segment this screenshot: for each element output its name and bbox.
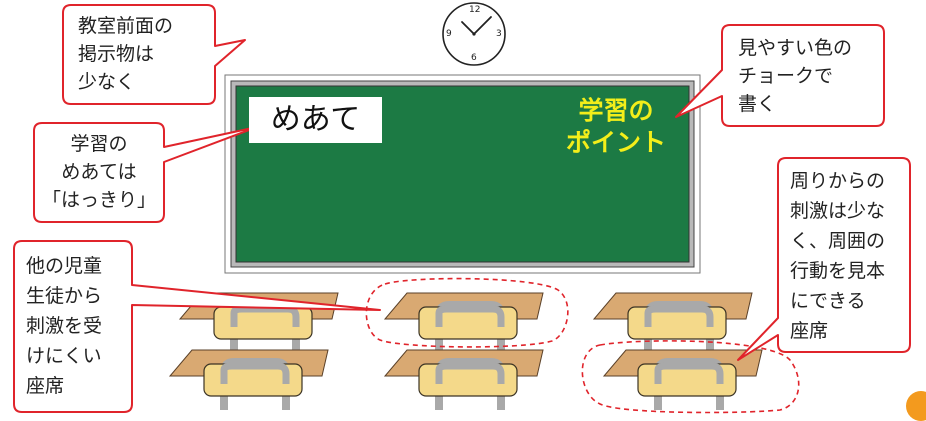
highlight-model-seat <box>581 340 800 414</box>
chair-frame-top <box>654 362 724 384</box>
caption-line: 座席 <box>26 375 65 397</box>
desk-and-chair <box>383 349 544 410</box>
caption-line: 座席 <box>790 320 829 342</box>
caption-line: にできる <box>790 290 866 312</box>
chair-frame-top <box>435 305 505 327</box>
caption-front-wall: 教室前面の 掲示物は 少なく <box>78 12 173 96</box>
orange-accent-dot <box>906 391 926 421</box>
clock-numeral-3: 3 <box>496 29 502 39</box>
caption-seat-model: 周りからの 刺激は少な く、周囲の 行動を見本 にできる 座席 <box>790 166 885 346</box>
caption-seat-front: 他の児童 生徒から 刺激を受 けにくい 座席 <box>26 251 102 401</box>
callout-front-wall <box>62 4 246 105</box>
callout-goal <box>33 122 258 223</box>
caption-line: 「はっきり」 <box>41 189 156 211</box>
caption-line: 周りからの <box>790 170 886 192</box>
clock-numeral-6: 6 <box>471 53 477 63</box>
caption-chalk: 見やすい色の チョークで 書く <box>738 34 852 118</box>
wall-clock-icon <box>442 2 506 66</box>
caption-line: けにくい <box>26 345 102 367</box>
chair-frame-top <box>435 362 505 384</box>
caption-line: 見やすい色の <box>738 37 853 59</box>
caption-goal: 学習の めあては 「はっきり」 <box>40 130 158 214</box>
caption-line: 刺激を受 <box>26 315 103 337</box>
callout-seat-front <box>13 240 381 413</box>
caption-line: 掲示物は <box>78 43 155 65</box>
chair-frame-top <box>220 362 290 384</box>
caption-line: 生徒から <box>26 285 103 307</box>
chair-frame-top <box>644 305 714 327</box>
callout-seat-model <box>737 157 911 361</box>
desk-and-chair <box>592 292 753 353</box>
callout-chalk <box>675 24 885 127</box>
clock-numeral-12: 12 <box>469 5 481 15</box>
chair-frame-top <box>230 305 300 327</box>
desk-group <box>168 292 763 410</box>
caption-line: 他の児童 <box>26 255 103 277</box>
caption-line: く、周囲の <box>790 230 886 252</box>
goal-label-card: めあて <box>249 97 382 143</box>
caption-line: チョークで <box>738 65 834 87</box>
caption-line: めあては <box>61 161 137 183</box>
caption-line: 行動を見本 <box>790 260 886 282</box>
caption-line: 刺激は少な <box>790 200 886 222</box>
desk-and-chair <box>602 349 763 410</box>
caption-line: 学習の <box>70 133 128 155</box>
caption-line: 教室前面の <box>78 15 174 37</box>
caption-line: 書く <box>738 93 777 115</box>
caption-line: 少なく <box>78 71 136 93</box>
clock-numeral-9: 9 <box>446 29 452 39</box>
point-text-line2: ポイント <box>565 128 666 157</box>
highlight-center-seat <box>365 277 569 348</box>
desk-and-chair <box>168 349 329 410</box>
desk-and-chair <box>383 292 544 353</box>
point-text-line1: 学習の <box>578 96 654 125</box>
